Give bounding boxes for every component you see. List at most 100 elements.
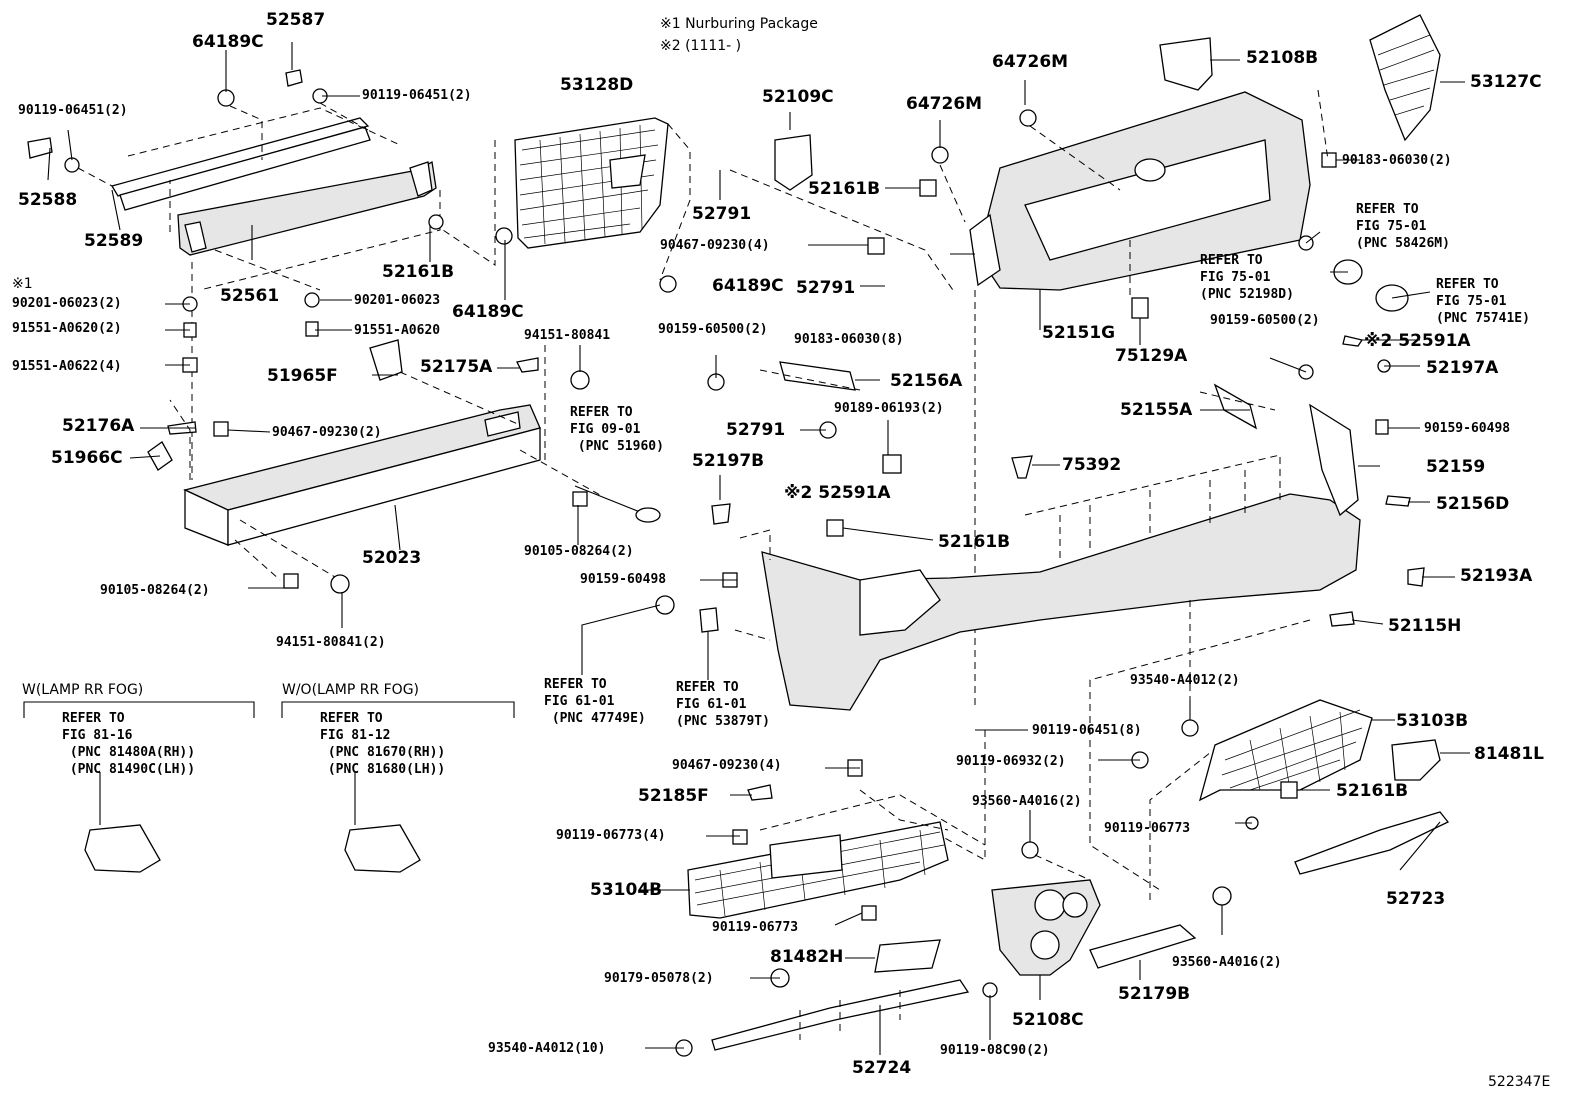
part-label[interactable]: 90119-06773 <box>712 920 799 935</box>
part-label[interactable]: ※2 52591A <box>1364 331 1471 351</box>
part-label[interactable]: 90467-09230(2) <box>272 425 382 440</box>
part-label[interactable]: 90119-06451(2) <box>18 103 128 118</box>
part-label[interactable]: 81482H <box>770 947 844 967</box>
part-label[interactable]: 94151-80841(2) <box>276 635 386 650</box>
part-label[interactable]: 90201-06023(2) <box>12 296 122 311</box>
bumper-cover-upper-drawing <box>729 14 1441 710</box>
part-label[interactable]: 91551-A0620 <box>354 323 441 338</box>
part-label[interactable]: 52115H <box>1388 616 1462 636</box>
part-label[interactable]: 52161B <box>1336 781 1409 801</box>
part-label[interactable]: 75129A <box>1115 346 1188 366</box>
reference-note[interactable]: REFER TO FIG 75-01 (PNC 75741E) <box>1436 277 1530 326</box>
part-label[interactable]: 90105-08264(2) <box>100 583 210 598</box>
reference-note[interactable]: REFER TO FIG 61-01 (PNC 53879T) <box>676 680 770 729</box>
part-label[interactable]: 52588 <box>18 190 78 210</box>
reference-note[interactable]: REFER TO FIG 75-01 (PNC 58426M) <box>1356 202 1450 251</box>
part-label[interactable]: 52175A <box>420 357 493 377</box>
part-label[interactable]: 64189C <box>192 32 264 52</box>
part-label[interactable]: 94151-80841 <box>524 328 611 343</box>
part-label[interactable]: 52156D <box>1436 494 1510 514</box>
part-label[interactable]: 52159 <box>1426 457 1486 477</box>
part-label[interactable]: 52161B <box>808 179 881 199</box>
part-label[interactable]: 52176A <box>62 416 135 436</box>
part-label[interactable]: 53103B <box>1396 711 1469 731</box>
part-label[interactable]: 52108B <box>1246 48 1319 68</box>
part-label[interactable]: 91551-A0620(2) <box>12 321 122 336</box>
part-label[interactable]: 90201-06023 <box>354 293 441 308</box>
part-label[interactable]: 90105-08264(2) <box>524 544 634 559</box>
part-label[interactable]: 52197A <box>1426 358 1499 378</box>
lower-center-grille-drawing <box>675 759 998 1057</box>
part-label[interactable]: 75392 <box>1062 455 1122 475</box>
part-label[interactable]: 52589 <box>84 231 144 251</box>
part-label[interactable]: 90467-09230(4) <box>672 758 782 773</box>
part-label[interactable]: 51965F <box>267 366 338 386</box>
part-label[interactable]: 52791 <box>692 204 752 224</box>
fog-lamp-groups <box>23 701 515 873</box>
part-label[interactable]: 90159-60498 <box>580 572 667 587</box>
part-label[interactable]: 91551-A0622(4) <box>12 359 122 374</box>
reference-note[interactable]: REFER TO FIG 75-01 (PNC 52198D) <box>1200 253 1294 302</box>
part-label[interactable]: 93540-A4012(2) <box>1130 673 1240 688</box>
reference-note[interactable]: REFER TO FIG 81-12 (PNC 81670(RH)) (PNC … <box>320 711 446 777</box>
group-title: W(LAMP RR FOG) <box>22 682 144 698</box>
reference-note[interactable]: REFER TO FIG 61-01 (PNC 47749E) <box>544 677 646 726</box>
note-nurburing: ※1 Nurburing Package <box>660 16 818 32</box>
part-label[interactable]: 90189-06193(2) <box>834 401 944 416</box>
part-label[interactable]: 52185F <box>638 786 709 806</box>
part-label[interactable]: 51966C <box>51 448 123 468</box>
part-label[interactable]: 64189C <box>712 276 784 296</box>
part-label[interactable]: 52155A <box>1120 400 1193 420</box>
part-label[interactable]: 52724 <box>852 1058 912 1078</box>
part-label[interactable]: 90119-06932(2) <box>956 754 1066 769</box>
part-label[interactable]: 64189C <box>452 302 524 322</box>
part-label[interactable]: 90183-06030(2) <box>1342 153 1452 168</box>
bumper-reinforcement-drawing <box>169 345 661 594</box>
part-label[interactable]: 64726M <box>906 94 983 114</box>
part-label[interactable]: 90159-60498 <box>1424 421 1511 436</box>
part-label[interactable]: 90159-60500(2) <box>1210 313 1320 328</box>
part-label[interactable]: 52179B <box>1118 984 1191 1004</box>
part-label[interactable]: 53104B <box>590 880 663 900</box>
part-label[interactable]: 52723 <box>1386 889 1446 909</box>
reference-note[interactable]: REFER TO FIG 09-01 (PNC 51960) <box>570 405 664 454</box>
part-label[interactable]: ※2 52591A <box>784 483 891 503</box>
part-label[interactable]: 52161B <box>382 262 455 282</box>
part-label[interactable]: 53127C <box>1470 72 1542 92</box>
part-label[interactable]: 90159-60500(2) <box>658 322 768 337</box>
part-label[interactable]: 90119-06773 <box>1104 821 1191 836</box>
part-label[interactable]: 93540-A4012(10) <box>488 1041 606 1056</box>
part-label[interactable]: 52193A <box>1460 566 1533 586</box>
leader-lines <box>47 42 1470 1055</box>
part-label[interactable]: 81481L <box>1474 744 1544 764</box>
part-label[interactable]: 90119-06773(4) <box>556 828 666 843</box>
part-label[interactable]: 53128D <box>560 75 634 95</box>
part-label[interactable]: 90119-06451(2) <box>362 88 472 103</box>
part-label[interactable]: 52561 <box>220 286 280 306</box>
part-label[interactable]: 52161B <box>938 532 1011 552</box>
note-date-range: ※2 (1111- ) <box>660 38 742 54</box>
part-label[interactable]: 52587 <box>266 10 326 30</box>
part-label[interactable]: 90119-06451(8) <box>1032 723 1142 738</box>
part-label[interactable]: 90467-09230(4) <box>660 238 770 253</box>
grille-left-drawing <box>428 117 691 293</box>
part-label[interactable]: 64726M <box>992 52 1069 72</box>
group-title: W/O(LAMP RR FOG) <box>282 682 419 698</box>
part-label[interactable]: 90183-06030(8) <box>794 332 904 347</box>
part-label[interactable]: 52023 <box>362 548 422 568</box>
part-label[interactable]: 52156A <box>890 371 963 391</box>
reference-note[interactable]: REFER TO FIG 81-16 (PNC 81480A(RH)) (PNC… <box>62 711 196 777</box>
part-label[interactable]: 52109C <box>762 87 834 107</box>
bumper-cover-lower-drawing <box>655 403 1425 900</box>
part-label[interactable]: 52108C <box>1012 1010 1084 1030</box>
part-label[interactable]: 52151G <box>1042 323 1116 343</box>
part-label[interactable]: 52197B <box>692 451 765 471</box>
part-label[interactable]: 93560-A4016(2) <box>1172 955 1282 970</box>
part-label[interactable]: 90119-08C90(2) <box>940 1043 1050 1058</box>
part-label[interactable]: 52791 <box>796 278 856 298</box>
part-label[interactable]: 52791 <box>726 420 786 440</box>
part-label[interactable]: 93560-A4016(2) <box>972 794 1082 809</box>
part-label[interactable]: 90179-05078(2) <box>604 971 714 986</box>
